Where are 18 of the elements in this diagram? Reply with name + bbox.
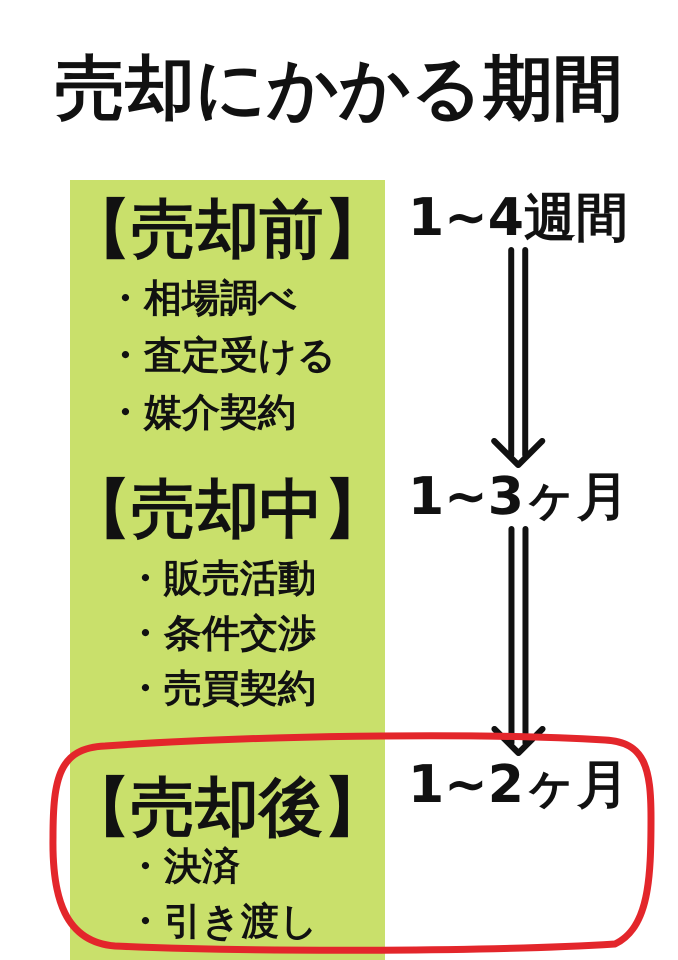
task-item: ・媒介契約 — [106, 393, 296, 431]
duration-text: 1~4週間 — [408, 192, 628, 244]
task-item: ・決済 — [126, 847, 240, 885]
task-item: ・販売活動 — [126, 559, 316, 597]
task-item: ・引き渡し — [126, 902, 318, 940]
task-item: ・相場調べ — [106, 279, 297, 317]
task-item: ・条件交渉 — [126, 614, 316, 652]
phase-heading: 【売却前】 — [68, 198, 388, 262]
task-item: ・売買契約 — [126, 669, 316, 707]
duration-text: 1~2ヶ月 — [408, 759, 629, 811]
phase-column — [70, 180, 385, 960]
phase-heading: 【売却後】 — [67, 776, 387, 840]
diagram-title: 売却にかかる期間 — [55, 53, 623, 123]
arrow — [491, 526, 546, 756]
phase-heading: 【売却中】 — [68, 478, 388, 542]
duration-text: 1~3ヶ月 — [408, 471, 629, 523]
task-item: ・査定受ける — [106, 336, 336, 374]
arrow — [491, 247, 546, 468]
